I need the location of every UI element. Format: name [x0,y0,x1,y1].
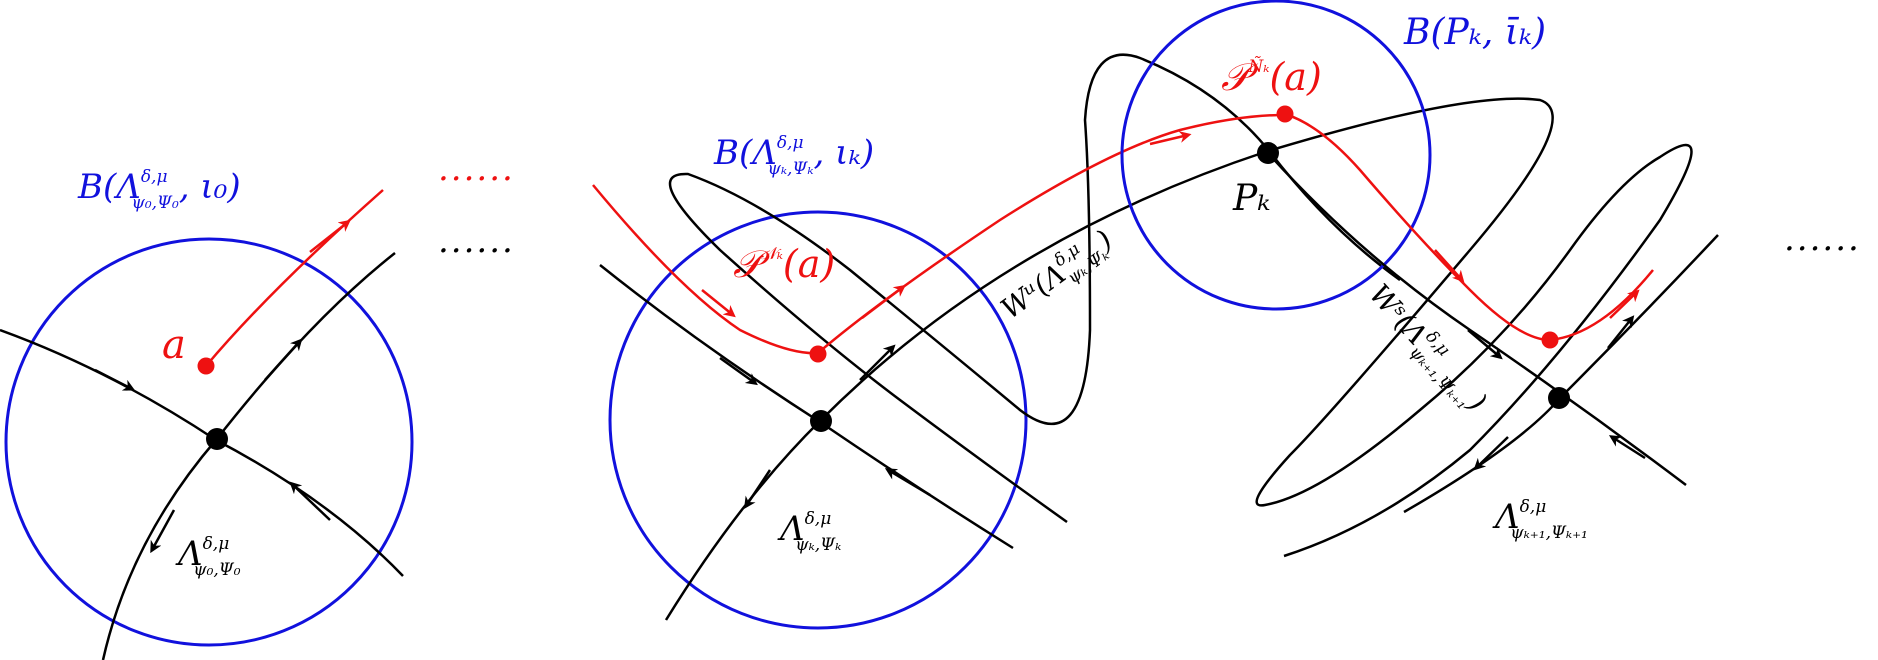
orbit-segment-0 [205,189,384,367]
lambda-0-point [206,428,228,450]
group-initial-manifold [0,189,414,660]
ball-pk [1120,0,1432,311]
stable-arrow-ka [719,356,758,386]
point-a-label: a [162,322,186,368]
stable-manifold-k1 [1267,152,1687,486]
orbit-point-pk [1276,105,1294,123]
orbit-segment-k-in [592,184,819,355]
stable-arrow-kb [884,468,931,497]
unstable-arrow-ka [859,344,896,381]
pnk-label: 𝒫𝒩ₖ(a) [733,242,835,286]
orbit-arrow-0 [309,219,351,253]
group-pk [1120,0,1719,514]
orbit-arrow-k-out1 [861,284,906,319]
ws-label: Wˢ(Λδ,μψₖ₊₁,Ψₖ₊₁) [1358,276,1495,422]
unstable-manifold-k [664,97,1693,621]
unstable-curve-0 [101,252,396,660]
stable-curve-k [599,264,1014,550]
point-a [197,357,215,375]
lambda-k-point [810,410,832,432]
orbit-segment-k-out [817,113,1285,354]
group-k-manifold [592,53,1693,630]
orbit-arrow-k-out2 [1149,131,1192,146]
svg-text:Wᵘ(Λδ,μψₖ,Ψₖ): Wᵘ(Λδ,μψₖ,Ψₖ) [993,221,1122,331]
stable-arrow-k1b [1608,435,1646,460]
unstable-manifold-k1 [1403,234,1719,514]
ball-pk-label: B(Pₖ, ῑₖ) [1403,12,1546,53]
orbit-point-k1 [1541,331,1559,349]
ball-0 [4,237,414,647]
pnk-tilde-label: 𝒫Ñₖ(a) [1221,55,1322,99]
orbit-segment-pk [1284,112,1654,342]
stable-arrow-0a [94,368,136,391]
unstable-arrow-k1b [1473,436,1509,471]
unstable-arrow-kb [744,469,772,509]
ball-k [608,210,1028,630]
unstable-arrow-0a [264,338,303,381]
svg-text:Wˢ(Λδ,μψₖ₊₁,Ψₖ₊₁): Wˢ(Λδ,μψₖ₊₁,Ψₖ₊₁) [1358,276,1495,422]
lambda-k1-point [1548,387,1570,409]
wu-label: Wᵘ(Λδ,μψₖ,Ψₖ) [993,221,1122,331]
unstable-arrow-k1a [1607,315,1635,349]
orbit-arrow-pk1 [1434,249,1465,283]
stable-arrow-k1a [1467,329,1503,360]
wavy-curve [668,53,1401,524]
dots-end: ...... [1784,219,1861,259]
dots-red: ...... [438,149,515,189]
orbit-point-k [809,345,827,363]
orbit-arrow-pk2 [1609,289,1640,319]
dots-black: ...... [438,221,515,261]
stable-arrow-0b [289,481,331,521]
orbit-arrow-k-in [701,289,736,318]
unstable-arrow-0b [150,509,176,554]
pk-label: Pₖ [1232,178,1270,219]
pk-point [1257,142,1279,164]
